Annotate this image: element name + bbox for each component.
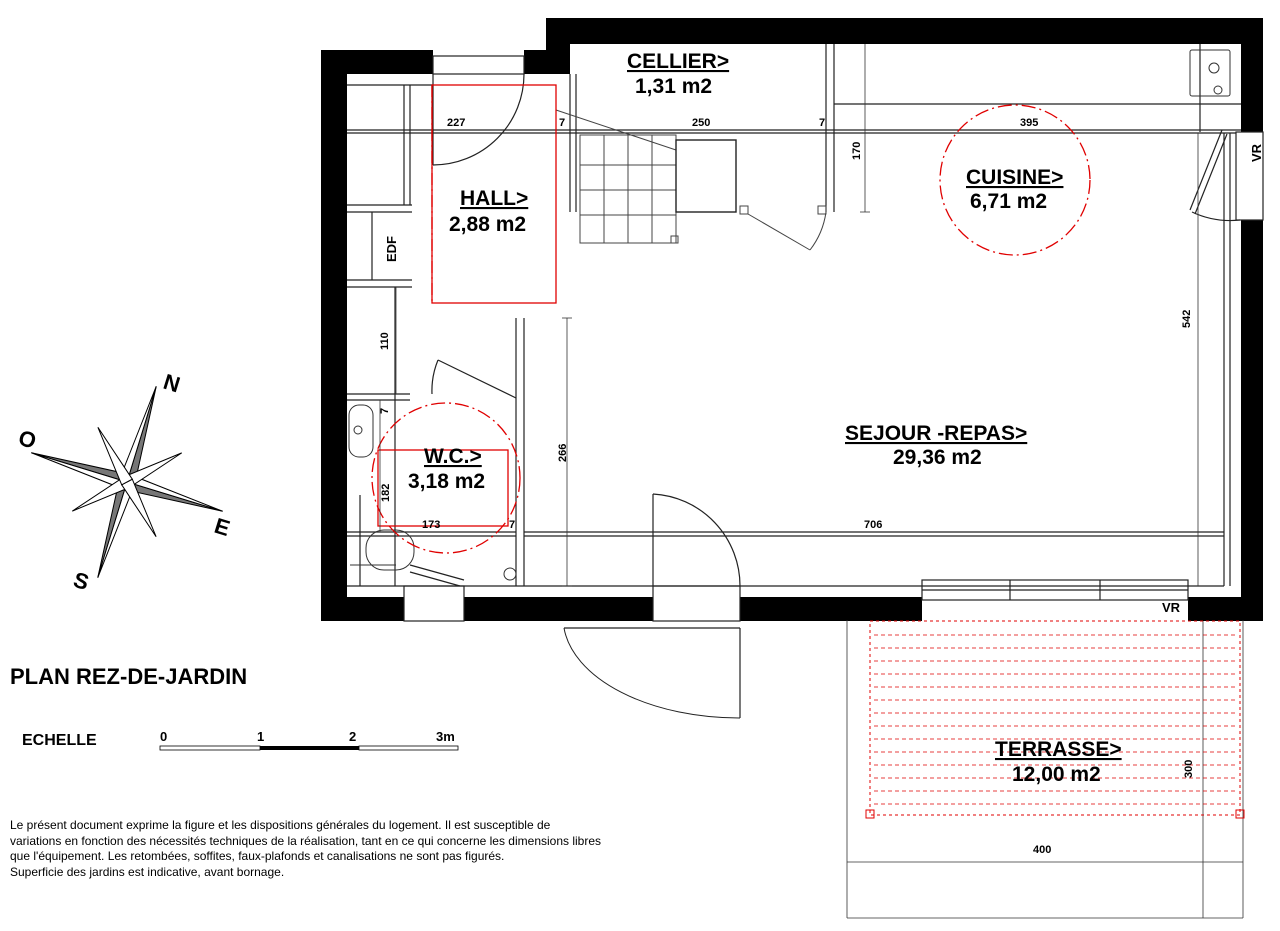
scale-tick-1: 1	[257, 729, 264, 744]
dim-395: 395	[1020, 117, 1038, 129]
scale-tick-3m: 3m	[436, 729, 455, 744]
scale-tick-0: 0	[160, 729, 167, 744]
staircase	[555, 109, 827, 251]
interior-walls	[347, 44, 1241, 587]
compass-east: E	[212, 513, 233, 541]
terrace	[865, 620, 1245, 819]
dim-110: 110	[379, 332, 391, 350]
plan-title: PLAN REZ-DE-JARDIN	[10, 664, 248, 689]
dim-227: 227	[447, 117, 465, 129]
doors	[403, 55, 1264, 719]
compass-rose: N S E O	[16, 369, 233, 595]
dim-300: 300	[1183, 760, 1195, 778]
disclaimer-line: que l'équipement. Les retombées, soffite…	[10, 849, 505, 863]
dim-7-hall: 7	[559, 117, 565, 129]
label-edf: EDF	[384, 236, 399, 262]
scale-label: ECHELLE	[22, 732, 97, 749]
room-cellier-area: 1,31 m2	[635, 75, 712, 98]
dim-7-wc: 7	[379, 408, 391, 414]
dim-7-bottom: 7	[509, 519, 515, 531]
disclaimer-line: variations en fonction des nécessités te…	[10, 833, 602, 848]
dim-173: 173	[422, 519, 440, 531]
dim-182: 182	[380, 484, 392, 502]
exterior-walls	[321, 18, 1263, 621]
disclaimer: Le présent document exprime la figure et…	[10, 818, 730, 880]
scale-tick-2: 2	[349, 729, 356, 744]
dim-266: 266	[557, 444, 569, 462]
compass-south: S	[71, 567, 92, 595]
room-terrasse-area: 12,00 m2	[1012, 763, 1101, 786]
red-markings	[371, 84, 1091, 554]
misc-labels: EDF VR VR	[384, 143, 1264, 615]
disclaimer-line: Superficie des jardins est indicative, a…	[10, 864, 285, 879]
dimension-lines	[379, 44, 1244, 919]
dim-7-cellier: 7	[819, 117, 825, 129]
dim-542: 542	[1181, 310, 1193, 328]
room-sejour-area: 29,36 m2	[893, 446, 982, 469]
room-hall-name: HALL>	[460, 187, 528, 210]
compass-west: O	[16, 425, 40, 454]
dim-170: 170	[851, 142, 863, 160]
room-cuisine-area: 6,71 m2	[970, 190, 1047, 213]
room-wc-name: W.C.>	[424, 445, 482, 468]
fixtures	[348, 49, 1231, 581]
dimension-labels: 227 7 250 7 170 395 542 110 7 182 173 7 …	[379, 117, 1195, 856]
scale-bar: 0 1 2 3m	[159, 729, 459, 751]
dim-250: 250	[692, 117, 710, 129]
room-terrasse-name: TERRASSE>	[995, 738, 1122, 761]
room-sejour-name: SEJOUR -REPAS>	[845, 422, 1027, 445]
room-hall-area: 2,88 m2	[449, 213, 526, 236]
room-wc-area: 3,18 m2	[408, 470, 485, 493]
dim-706: 706	[864, 519, 882, 531]
room-cellier-name: CELLIER>	[627, 50, 729, 73]
label-vr-right: VR	[1249, 143, 1264, 162]
room-labels: CELLIER> 1,31 m2 HALL> 2,88 m2 CUISINE> …	[408, 50, 1122, 786]
label-vr-bottom: VR	[1162, 600, 1181, 615]
compass-north: N	[161, 369, 184, 398]
room-cuisine-name: CUISINE>	[966, 166, 1063, 189]
dim-400: 400	[1033, 844, 1051, 856]
disclaimer-line: Le présent document exprime la figure et…	[10, 818, 551, 832]
